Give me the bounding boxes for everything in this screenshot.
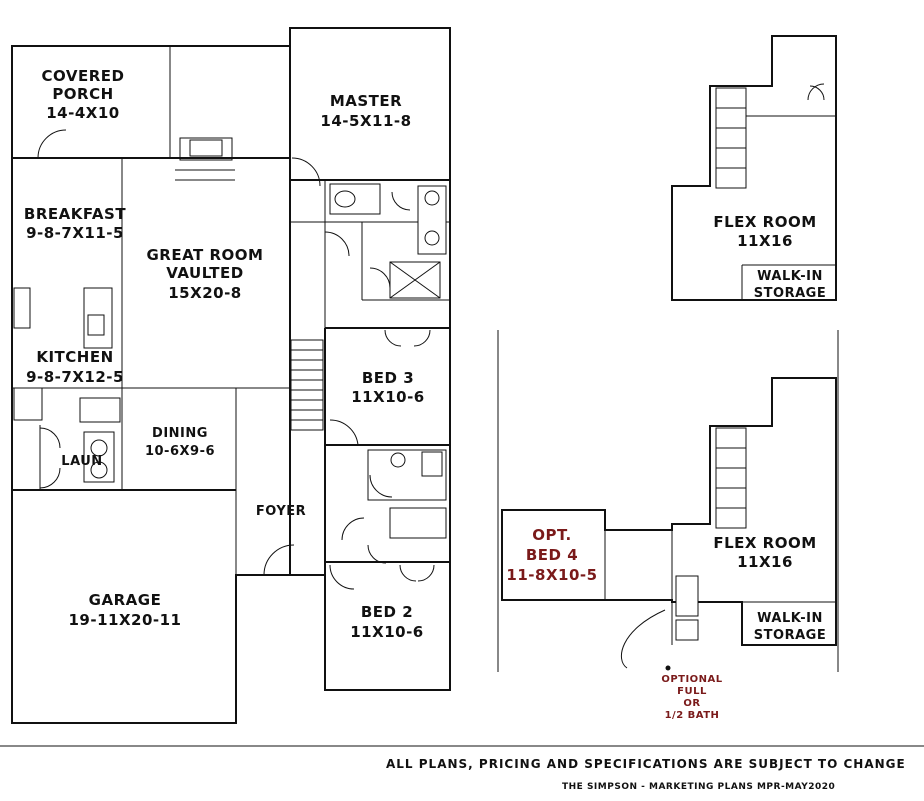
breakfast-label: BREAKFAST: [24, 205, 126, 223]
bath-note-dot: [665, 665, 671, 671]
main-stairs: [290, 339, 324, 431]
fireplace-icon: [179, 137, 233, 161]
bath-note-line-2: FULL: [677, 686, 707, 697]
walk-in-label-2: STORAGE: [754, 286, 826, 301]
bath-note-line-1: OPTIONAL: [661, 674, 722, 685]
master-size: 14-5X11-8: [320, 112, 411, 130]
tub-icon: [389, 507, 447, 539]
porch-door-swing: [37, 129, 67, 159]
upper-floor-option-plan: [497, 330, 839, 672]
hall-sink-icon: [390, 452, 406, 468]
walk-in-label-1: WALK-IN: [757, 269, 823, 284]
optional-toilet-icon: [675, 619, 699, 641]
dining-label: DINING: [152, 426, 208, 441]
dining-size: 10-6X9-6: [145, 444, 215, 459]
opt-bed-label-1: OPT.: [532, 526, 571, 544]
upper-option-outline: [501, 377, 837, 646]
great-room-label-2: VAULTED: [166, 264, 243, 282]
opt-bed-size: 11-8X10-5: [506, 566, 597, 584]
garage-label: GARAGE: [89, 591, 162, 609]
flex-room-label: FLEX ROOM: [713, 213, 816, 231]
kitchen-island-icon: [83, 287, 113, 349]
bath-note-line-4: 1/2 BATH: [665, 710, 720, 721]
kitchen-size: 9-8-7X12-5: [26, 368, 124, 386]
upper-floor-outline: [671, 35, 837, 301]
great-room-label-1: GREAT ROOM: [147, 246, 264, 264]
upper-stairs: [715, 87, 747, 189]
main-floor-plan: [11, 27, 451, 724]
master-label: MASTER: [330, 92, 402, 110]
option-flex-room-label: FLEX ROOM: [713, 534, 816, 552]
bed3-label: BED 3: [362, 369, 414, 387]
bed2-label: BED 2: [361, 603, 413, 621]
option-walk-in-label-1: WALK-IN: [757, 611, 823, 626]
foyer-label: FOYER: [256, 504, 306, 519]
kitchen-label: KITCHEN: [36, 348, 113, 366]
porch-label-1: COVERED: [42, 67, 125, 85]
hall-toilet-icon: [421, 451, 443, 477]
kitchen-appliance-icon: [13, 287, 31, 329]
bed3-size: 11X10-6: [351, 388, 424, 406]
option-walk-in-label-2: STORAGE: [754, 628, 826, 643]
upper-floor-plan: [671, 35, 837, 301]
laundry-label: LAUN: [61, 454, 102, 469]
porch-label-2: PORCH: [52, 85, 113, 103]
plan-credit-text: THE SIMPSON - MARKETING PLANS MPR-MAY202…: [562, 782, 836, 792]
bath-note-line-3: OR: [683, 698, 700, 709]
opt-bed-label-2: BED 4: [526, 546, 578, 564]
bed2-size: 11X10-6: [350, 623, 423, 641]
breakfast-size: 9-8-7X11-5: [26, 224, 124, 242]
optional-tub-icon: [675, 575, 699, 617]
great-room-size: 15X20-8: [168, 284, 241, 302]
garage-size: 19-11X20-11: [68, 611, 181, 629]
flex-room-size: 11X16: [737, 232, 793, 250]
upper-option-stairs: [715, 427, 747, 529]
porch-size: 14-4X10: [46, 104, 119, 122]
bath-note-leader: [620, 609, 666, 669]
front-door-swing: [263, 544, 295, 576]
vanity-icon: [417, 185, 447, 255]
option-flex-room-size: 11X16: [737, 553, 793, 571]
disclaimer-text: ALL PLANS, PRICING AND SPECIFICATIONS AR…: [386, 757, 906, 771]
